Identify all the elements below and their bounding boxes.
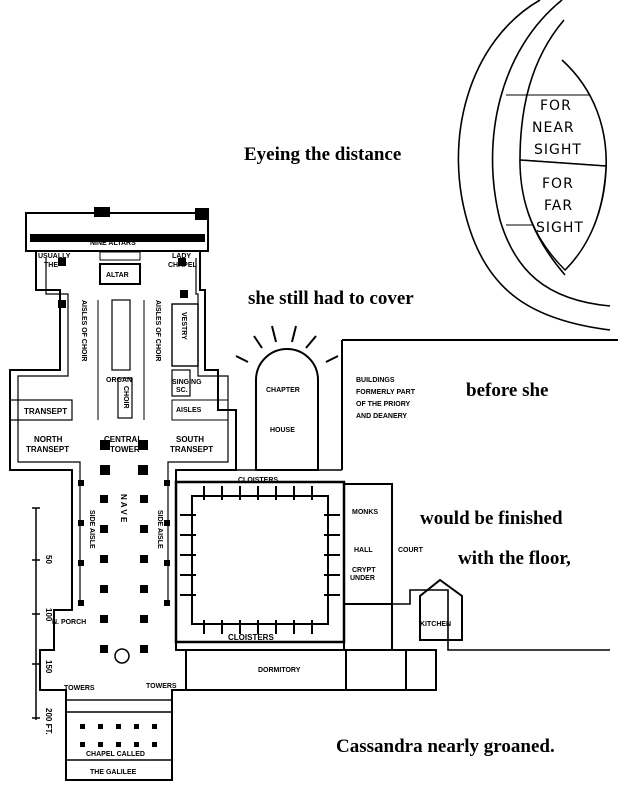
label-nave: N A V E [119,494,128,523]
label-towers-left: TOWERS [64,685,95,692]
scale-bar [32,507,40,720]
label-chapter: CHAPTER [266,387,300,394]
label-organ: ORGAN [106,377,132,384]
label-aisles: AISLES [176,407,202,414]
label-north-transept: TRANSEPT [26,445,69,454]
label-kitchen: KITCHEN [420,621,451,628]
eye-outer-curve [457,0,611,331]
caption-cover: she still had to cover [248,288,414,309]
label-hall: HALL [354,547,373,554]
label-south: SOUTH [176,435,204,444]
label-crypt: CRYPT [352,567,376,574]
lens-near-2: NEAR [532,120,575,136]
label-monks: MONKS [352,509,378,516]
label-singing: SINGING [172,379,202,386]
caption-groaned: Cassandra nearly groaned. [336,736,555,757]
label-transept: TRANSEPT [24,407,67,416]
label-towers-right: TOWERS [146,683,177,690]
scale-tick-100: 100 [44,608,53,622]
scale-tick-150: 150 [44,660,53,674]
label-lady: LADY [172,253,191,260]
scale-tick-200: 200 FT. [44,708,53,735]
label-chapel: CHAPEL [168,262,198,269]
label-buildings: BUILDINGS [356,377,395,384]
label-nine-altars: NINE ALTARS [90,240,136,247]
label-under: UNDER [350,575,375,582]
label-court: COURT [398,547,424,554]
caption-finished: would be finished [420,508,563,529]
altar [99,263,141,285]
lens-near-1: FOR [540,98,572,114]
label-house: HOUSE [270,427,295,434]
lens-far-2: FAR [544,198,573,214]
label-usually: USUALLY [38,253,71,260]
lens-far-3: SIGHT [536,220,584,236]
caption-eyeing: Eyeing the distance [244,144,402,165]
label-altar: ALTAR [106,272,129,279]
label-of-the-priory: OF THE PRIORY [356,401,411,408]
label-cloisters-top: CLOISTERS [238,477,278,484]
scale-tick-50: 50 [44,555,53,564]
label-formerly-part: FORMERLY PART [356,389,416,396]
kitchen [419,578,463,641]
label-dormitory: DORMITORY [258,667,301,674]
label-south-transept: TRANSEPT [170,445,213,454]
caption-before: before she [466,380,549,401]
lens-far-1: FOR [542,176,574,192]
label-vestry: VESTRY [180,312,187,340]
label-north: NORTH [34,435,63,444]
label-side-aisle-right: SIDE AISLE [156,510,163,549]
label-aisles-of-choir-left: AISLES OF CHOIR [80,300,87,361]
label-central: CENTRAL [104,435,142,444]
label-chapel-called: CHAPEL CALLED [86,751,145,758]
label-sch: SC. [176,387,188,394]
label-and-deanery: AND DEANERY [356,413,407,420]
galilee-chapel [65,699,173,781]
chapter-house [255,348,319,471]
lens-near-3: SIGHT [534,142,582,158]
label-choir: CHOIR [122,386,129,409]
label-tower: TOWER [110,445,140,454]
label-aisles-of-choir-right: AISLES OF CHOIR [154,300,161,361]
caption-floor: with the floor, [458,548,571,569]
label-the-galilee: THE GALILEE [90,769,137,776]
label-cloisters-bottom: CLOISTERS [228,633,274,642]
label-side-aisle-left: SIDE AISLE [88,510,95,549]
label-the: THE [44,262,58,269]
label-n-porch: N. PORCH [52,619,86,626]
